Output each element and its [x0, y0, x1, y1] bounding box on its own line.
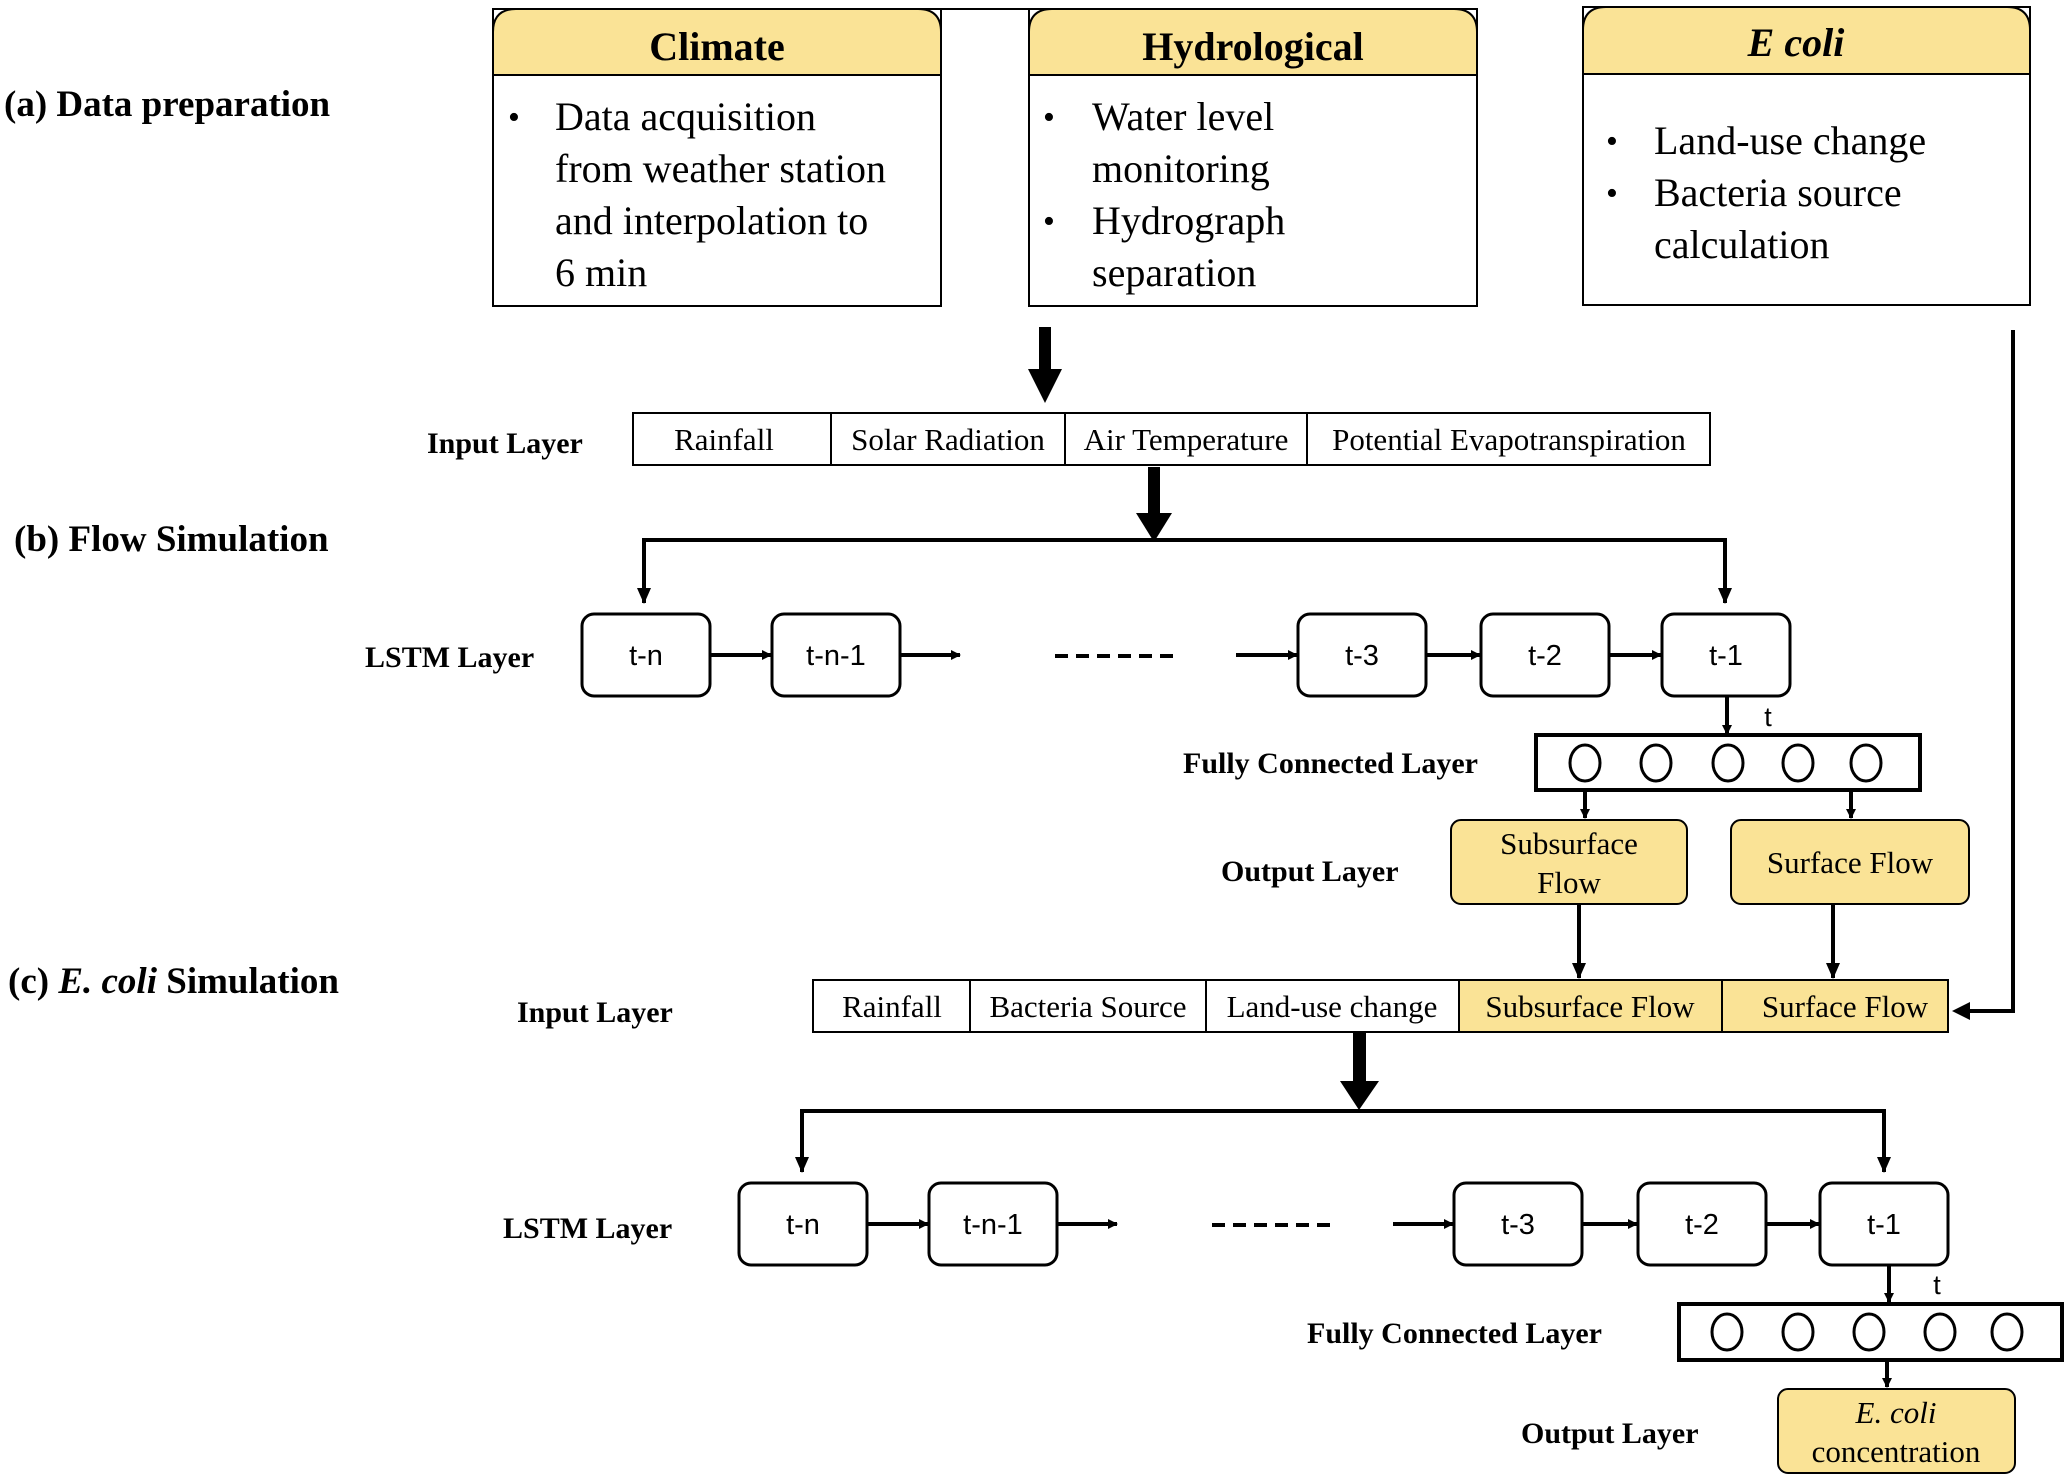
ecoli-fc-node: [1852, 1312, 1886, 1352]
ecoli-input-subsurface-flow: Subsurface Flow: [1485, 989, 1695, 1024]
hydrological-bullet-line: Water level: [1092, 94, 1274, 139]
ecoli-lstm-cell-label: t-1: [1867, 1209, 1901, 1241]
flow-output-subsurface: Subsurface Flow: [1450, 819, 1688, 905]
ecoli-lstm-layer-label: LSTM Layer: [503, 1212, 672, 1245]
hydrological-bullet-line: separation: [1092, 250, 1256, 295]
section-c-title: (c) E. coli Simulation: [8, 961, 339, 1002]
ecoli-bullet-dot: •: [1606, 175, 1618, 212]
ecoli-input-land-use: Land-use change: [1227, 989, 1438, 1024]
ecoli-lstm-cell: [1818, 1181, 1950, 1267]
ecoli-fc-node: [1710, 1312, 1744, 1352]
flow-fc-node: [1849, 743, 1883, 783]
hydrological-header: Hydrological: [1142, 24, 1363, 69]
ecoli-lstm-cell-label: t-2: [1685, 1209, 1719, 1241]
thick-arrow-flow-input-to-lstm: [1136, 467, 1172, 542]
section-b-title: (b) Flow Simulation: [14, 519, 329, 560]
climate-header: Climate: [649, 24, 785, 69]
flow-fc-to-output-arrows: [1580, 790, 1856, 819]
ecoli-input-layer-label: Input Layer: [517, 996, 673, 1029]
ecoli-output-concentration: E. coli concentration: [1777, 1388, 2016, 1474]
ecoli-lstm-cell-label: t-n-1: [963, 1209, 1023, 1241]
ecoli-input-cell: [969, 979, 1207, 1033]
climate-bullet-line: 6 min: [555, 250, 647, 295]
hydrological-bullet-line: Hydrograph: [1092, 198, 1285, 243]
hydrological-bullet-dot: •: [1043, 99, 1055, 136]
flow-fc-node: [1568, 743, 1602, 783]
flow-input-layer-label: Input Layer: [427, 427, 583, 460]
ecoli-output-line: concentration: [1812, 1434, 1981, 1469]
thick-arrow-prep-to-input: [1028, 327, 1062, 403]
ecoli-lstm-cell-label: t-n: [786, 1209, 820, 1241]
ecoli-input-bacteria-source: Bacteria Source: [989, 989, 1186, 1024]
hydrological-bullet-dot: •: [1043, 203, 1055, 240]
flow-lstm-arrows: [710, 650, 1732, 735]
ecoli-header: E coli: [1747, 20, 1845, 65]
flow-input-row: Rainfall Solar Radiation Air Temperature…: [632, 412, 1711, 466]
flow-input-solar-radiation: Solar Radiation: [851, 422, 1045, 457]
climate-bullet-line: from weather station: [555, 146, 886, 191]
flow-fc-box: [1534, 733, 1922, 792]
climate-box: Climate • Data acquisition from weather …: [492, 8, 942, 307]
flow-lstm-cell-label: t-3: [1345, 640, 1379, 672]
flow-input-cell: [1064, 412, 1308, 466]
flow-lstm-row: t-n t-n-1 t-3 t-2 t-1: [580, 612, 1792, 698]
climate-bullet-line: Data acquisition: [555, 94, 816, 139]
ecoli-input-cell: [1458, 979, 1723, 1033]
flow-fc-node: [1781, 743, 1815, 783]
flow-fc-node: [1639, 743, 1673, 783]
ecoli-input-rainfall: Rainfall: [842, 989, 942, 1024]
ecoli-fc-layer-label: Fully Connected Layer: [1307, 1317, 1602, 1350]
flow-input-rainfall: Rainfall: [674, 422, 774, 457]
section-a-title: (a) Data preparation: [4, 84, 331, 125]
flow-output-to-ecoli-input-arrows: [1572, 904, 1840, 979]
thick-arrow-ecoli-input-to-lstm: [1340, 1033, 1379, 1110]
ecoli-fc-box: [1677, 1302, 2064, 1362]
ecoli-fc-node: [1781, 1312, 1815, 1352]
ecoli-input-cell: [1721, 979, 1949, 1033]
ecoli-bullet-line: Land-use change: [1654, 118, 1926, 163]
ecoli-feed-arrow: [1952, 330, 2015, 1020]
ecoli-bullet-dot: •: [1606, 123, 1618, 160]
ecoli-input-cell: [812, 979, 971, 1033]
flow-input-pet: Potential Evapotranspiration: [1332, 422, 1686, 457]
ecoli-fc-node: [1990, 1312, 2024, 1352]
flow-lstm-cell-label: t-1: [1709, 640, 1743, 672]
ecoli-lstm-cell-label: t-3: [1501, 1209, 1535, 1241]
ecoli-fc-node: [1923, 1312, 1957, 1352]
flow-output-surface-line: Surface Flow: [1767, 845, 1934, 880]
flow-output-layer-label: Output Layer: [1221, 855, 1399, 888]
ecoli-t-label: t: [1933, 1270, 1941, 1300]
flow-output-subsurface-line: Flow: [1537, 865, 1601, 900]
ecoli-branch-lines: [795, 1109, 1891, 1173]
flow-branch-lines: [637, 538, 1732, 604]
flow-lstm-layer-label: LSTM Layer: [365, 641, 534, 674]
flow-lstm-cell-label: t-n-1: [806, 640, 866, 672]
ecoli-lstm-arrows: [867, 1219, 1894, 1303]
climate-bullet-line: and interpolation to: [555, 198, 868, 243]
ecoli-output-layer-label: Output Layer: [1521, 1417, 1699, 1450]
flow-t-label: t: [1764, 702, 1772, 732]
ecoli-output-line: E. coli: [1855, 1395, 1937, 1430]
hydrological-box: Hydrological • Water level monitoring • …: [1028, 8, 1478, 307]
flow-input-cell: [1306, 412, 1711, 466]
ecoli-bullet-line: Bacteria source: [1654, 170, 1902, 215]
flow-output-surface: Surface Flow: [1730, 819, 1970, 905]
ecoli-input-surface-flow: Surface Flow: [1762, 989, 1929, 1024]
flow-fc-node: [1711, 743, 1745, 783]
hydrological-bullet-line: monitoring: [1092, 146, 1270, 191]
ecoli-bullet-line: calculation: [1654, 222, 1829, 267]
flow-input-air-temperature: Air Temperature: [1084, 422, 1289, 457]
flow-lstm-cell-label: t-2: [1528, 640, 1562, 672]
flow-lstm-cell-label: t-n: [629, 640, 663, 672]
flow-output-subsurface-line: Subsurface: [1500, 826, 1638, 861]
ecoli-box: E coli • Land-use change • Bacteria sour…: [1582, 6, 2031, 306]
ecoli-input-cell: [1205, 979, 1460, 1033]
flow-fc-layer-label: Fully Connected Layer: [1183, 747, 1478, 780]
ecoli-input-row: Rainfall Bacteria Source Land-use change…: [812, 979, 1949, 1033]
climate-bullet-dot: •: [508, 99, 520, 136]
